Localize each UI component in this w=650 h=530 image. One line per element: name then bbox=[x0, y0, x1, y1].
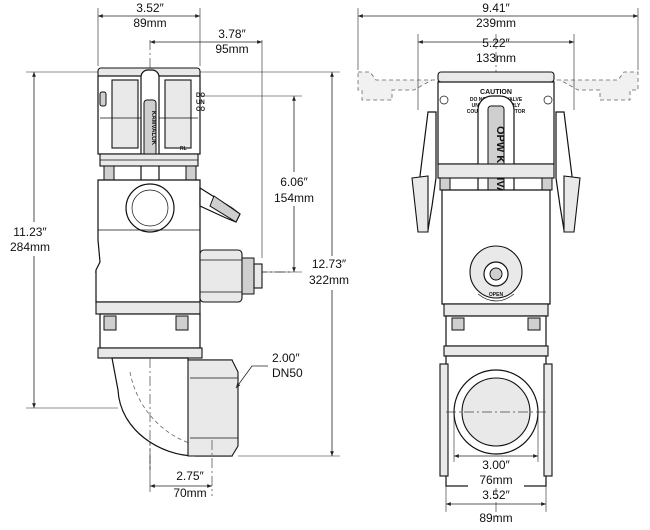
side-view: KAMVALOK DO UN CO RL bbox=[6, 1, 350, 500]
dim-front-coupler-width-in: 5.22″ bbox=[482, 36, 510, 50]
svg-text:UN: UN bbox=[196, 100, 205, 106]
svg-text:KAMVALOK: KAMVALOK bbox=[150, 111, 156, 146]
svg-text:RL: RL bbox=[180, 146, 187, 152]
caution-title: CAUTION bbox=[480, 89, 512, 96]
dim-side-overall-height-in: 11.23″ bbox=[13, 225, 47, 239]
front-view: CAUTION DO NOT OPEN VALVE UNLESS PROPERL… bbox=[357, 1, 639, 525]
dim-side-width-top-mm: 89mm bbox=[133, 16, 166, 30]
dim-side-center-to-nut-mm: 154mm bbox=[274, 191, 314, 205]
dim-front-outlet-outer-mm: 89mm bbox=[479, 511, 512, 525]
dim-side-outlet-offset-mm: 70mm bbox=[173, 486, 206, 500]
dim-front-overall-width-mm: 239mm bbox=[476, 16, 516, 30]
dim-side-outlet-size-mm: DN50 bbox=[272, 366, 303, 380]
dim-side-width-top-in: 3.52″ bbox=[136, 1, 164, 15]
dim-side-overall-height-mm: 284mm bbox=[10, 240, 50, 254]
dim-side-total-height-in: 12.73″ bbox=[312, 257, 347, 271]
dim-front-outlet-inner-in: 3.00″ bbox=[482, 458, 510, 472]
dim-front-outlet-outer-in: 3.52″ bbox=[482, 488, 510, 502]
dim-side-handle-offset-in: 3.78″ bbox=[218, 27, 246, 41]
dim-side-center-to-nut-in: 6.06″ bbox=[280, 175, 308, 189]
dim-front-coupler-width-mm: 133mm bbox=[476, 51, 516, 65]
dim-side-outlet-offset-in: 2.75″ bbox=[176, 469, 204, 483]
dim-side-outlet-size-in: 2.00″ bbox=[272, 351, 300, 365]
dim-side-total-height-mm: 322mm bbox=[309, 273, 349, 287]
open-tag: OPEN bbox=[489, 292, 504, 298]
svg-text:CO: CO bbox=[196, 107, 205, 113]
dim-front-outlet-inner-mm: 76mm bbox=[479, 473, 512, 487]
dim-front-overall-width-in: 9.41″ bbox=[482, 1, 510, 15]
dim-side-handle-offset-mm: 95mm bbox=[215, 42, 248, 56]
